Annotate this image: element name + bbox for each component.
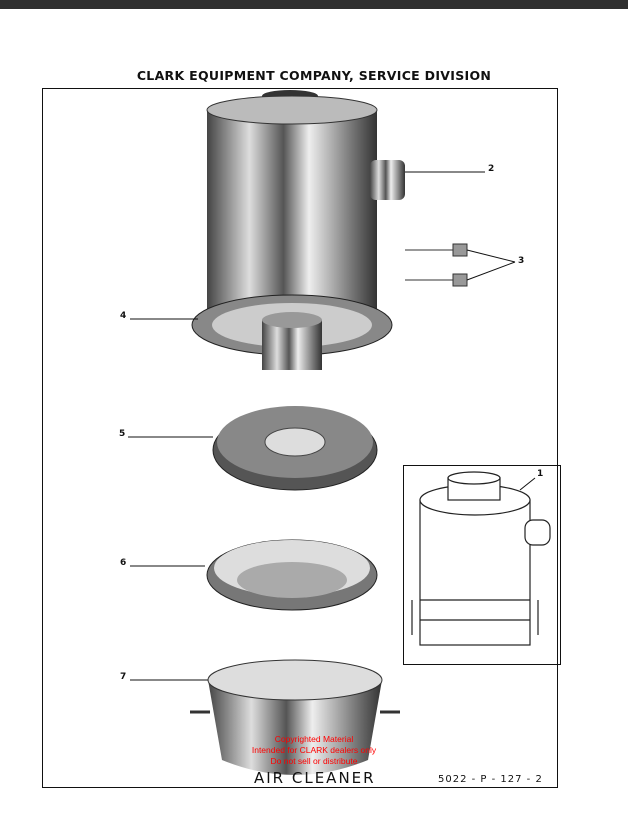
callout-1: 1: [537, 469, 544, 479]
assembled-air-cleaner: [411, 471, 551, 646]
watermark-line-1: Copyrighted Material: [274, 734, 354, 744]
watermark-line-3: Do not sell or distribute: [270, 756, 358, 766]
oil-cup-insert: [206, 539, 378, 611]
callout-4: 4: [120, 311, 127, 321]
leader-lines: [128, 171, 536, 681]
callout-2: 2: [488, 164, 495, 174]
oil-cup: [190, 659, 400, 775]
illustration-frame: [42, 88, 558, 788]
clips: [405, 243, 468, 287]
filter-element: [212, 406, 378, 491]
callout-5: 5: [119, 429, 126, 439]
air-cleaner-body: [191, 90, 405, 370]
part-number: 5022 - P - 127 - 2: [438, 774, 543, 785]
page-header: CLARK EQUIPMENT COMPANY, SERVICE DIVISIO…: [136, 68, 492, 83]
callout-7: 7: [120, 672, 127, 682]
watermark-line-2: Intended for CLARK dealers only: [251, 745, 377, 755]
viewer-top-bar: [0, 0, 628, 9]
assembled-view-inset: [403, 465, 561, 665]
callout-6: 6: [120, 558, 127, 568]
figure-caption: AIR CLEANER: [254, 769, 376, 787]
callout-3: 3: [518, 256, 525, 266]
